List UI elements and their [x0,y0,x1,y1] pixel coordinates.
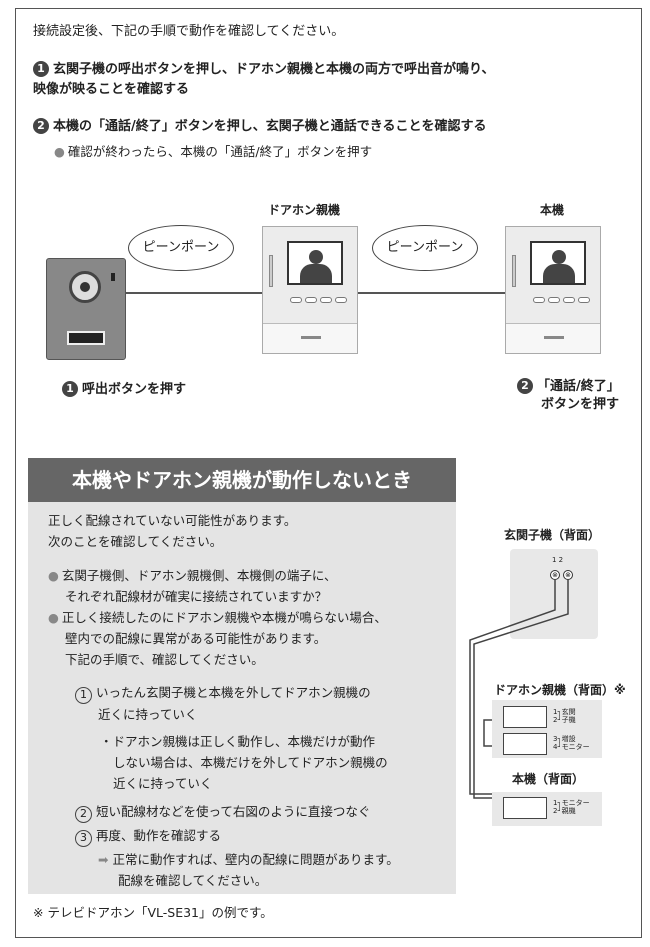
label-genkan: 1┐玄関 2┘子機 [553,708,576,724]
bullet-1-line1: 玄関子機側、ドアホン親機側、本機側の端子に、 [61,568,337,583]
monitor-button-row [290,297,347,303]
speaker-slot [269,255,273,287]
main-unit-monitor [505,226,601,354]
trouble-intro-1: 正しく配線されていない可能性があります。 [48,513,297,528]
step-1-number: 1 [33,61,49,77]
check-1-line1: いったん玄関子機と本機を外してドアホン親機の [96,685,371,700]
check-1-sub1: ドアホン親機は正しく動作し、本機だけが動作 [112,734,376,749]
main-back-label: 本機（背面） [512,772,585,786]
monitor-base [506,323,600,353]
caption-2-line2: ボタンを押す [541,397,620,412]
monitor-button-row [533,297,590,303]
check-step-3: 3 再度、動作を確認する [75,825,221,847]
caption-2-number: 2 [517,378,533,394]
check-3-sub1: 正常に動作すれば、壁内の配線に問題があります。 [112,852,399,867]
bullet-2-line2: 壁内での配線に異常がある可能性があります。 [65,631,327,646]
screen-visitor-icon [530,241,586,285]
bullet-2-line3: 下記の手順で、確認してください。 [65,652,264,667]
step-2-text: 本機の「通話/終了」ボタンを押し、玄関子機と通話できることを確認する [53,119,487,134]
check-step-1-sub: ・ドアホン親機は正しく動作し、本機だけが動作 しない場合は、本機だけを外してドア… [100,731,388,794]
check-1-line2: 近くに持っていく [98,707,198,722]
monitor-base [263,323,357,353]
parent-back-label: ドアホン親機（背面）※ [494,683,626,697]
label-zousetsu: 3┐増設 4┘モニター [553,735,590,751]
step-2-subnote-text: 確認が終わったら、本機の「通話/終了」ボタンを押す [67,144,373,159]
chime-bubble-1: ピーンポーン [128,225,234,271]
check-2-text: 短い配線材などを使って右図のように直接つなぐ [96,804,371,819]
speaker-slot [512,255,516,287]
wire-parent-to-main [357,292,505,294]
doorphone-monitor [262,226,358,354]
bullet-icon: ● [48,610,59,625]
terminal-numbers: 1 2 [552,556,564,564]
door-station-back [510,549,598,639]
troubleshoot-title: 本機やドアホン親機が動作しないとき [28,458,456,502]
main-unit-label: 本機 [540,203,565,217]
check-1-sub2: しない場合は、本機だけを外してドアホン親機の [113,755,388,770]
check-step-2: 2 短い配線材などを使って右図のように直接つなぐ [75,801,370,823]
caption-1-number: 1 [62,381,78,397]
step-circle-1: 1 [75,687,92,704]
bullet-2-line1: 正しく接続したのにドアホン親機や本機が鳴らない場合、 [61,610,387,625]
terminal-screw-icon: ⊗ [563,570,573,580]
label-monitor: 1┐モニター 2┘親機 [553,799,590,815]
chime-bubble-2: ピーンポーン [372,225,478,271]
footnote: ※ テレビドアホン「VL-SE31」の例です。 [33,905,273,920]
bullet-icon: ● [54,144,65,159]
caption-press-talk: 2 「通話/終了」 ボタンを押す [517,378,620,414]
step-circle-3: 3 [75,830,92,847]
check-step-3-sub: ➡正常に動作すれば、壁内の配線に問題があります。 配線を確認してください。 [98,849,399,891]
trouble-intro-2: 次のことを確認してください。 [48,534,223,549]
door-back-label: 玄関子機（背面） [504,528,601,542]
camera-lens-icon [69,271,101,303]
terminal-block-monitor [503,797,547,819]
page-frame [15,8,642,938]
intro-text: 接続設定後、下記の手順で動作を確認してください。 [33,24,345,39]
call-button[interactable] [67,331,105,345]
step-2-subnote: ●確認が終わったら、本機の「通話/終了」ボタンを押す [54,141,372,160]
trouble-bullet-1: ●玄関子機側、ドアホン親機側、本機側の端子に、 それぞれ配線材が確実に接続されて… [48,565,337,607]
caption-2-line1: 「通話/終了」 [537,379,620,394]
doorphone-label: ドアホン親機 [268,203,341,217]
caption-press-call: 1 呼出ボタンを押す [62,378,186,397]
small-bullet-icon: ・ [100,734,113,749]
step-2-number: 2 [33,118,49,134]
step-2: 2 本機の「通話/終了」ボタンを押し、玄関子機と通話できることを確認する [33,117,487,137]
terminal-block-genkan [503,706,547,728]
bullet-icon: ● [48,568,59,583]
arrow-right-icon: ➡ [98,852,109,867]
caption-1-text: 呼出ボタンを押す [82,382,187,397]
step-1: 1 玄関子機の呼出ボタンを押し、ドアホン親機と本機の両方で呼出音が鳴り、 映像が映… [33,60,494,100]
check-1-sub3: 近くに持っていく [113,776,213,791]
check-3-text: 再度、動作を確認する [96,828,222,843]
step-1-line2: 映像が映ることを確認する [33,82,190,97]
indicator-lamp [111,273,115,281]
step-circle-2: 2 [75,806,92,823]
screen-visitor-icon [287,241,343,285]
trouble-bullet-2: ●正しく接続したのにドアホン親機や本機が鳴らない場合、 壁内での配線に異常がある… [48,607,387,670]
wire-door-to-parent [125,292,263,294]
troubleshoot-panel [28,458,456,894]
bullet-1-line2: それぞれ配線材が確実に接続されていますか？ [65,589,328,604]
terminal-screw-icon: ⊗ [550,570,560,580]
step-1-line1: 玄関子機の呼出ボタンを押し、ドアホン親機と本機の両方で呼出音が鳴り、 [53,62,495,77]
door-station [46,258,126,360]
terminal-block-zousetsu [503,733,547,755]
check-3-sub2: 配線を確認してください。 [118,873,268,888]
check-step-1: 1 いったん玄関子機と本機を外してドアホン親機の 近くに持っていく [75,682,371,725]
